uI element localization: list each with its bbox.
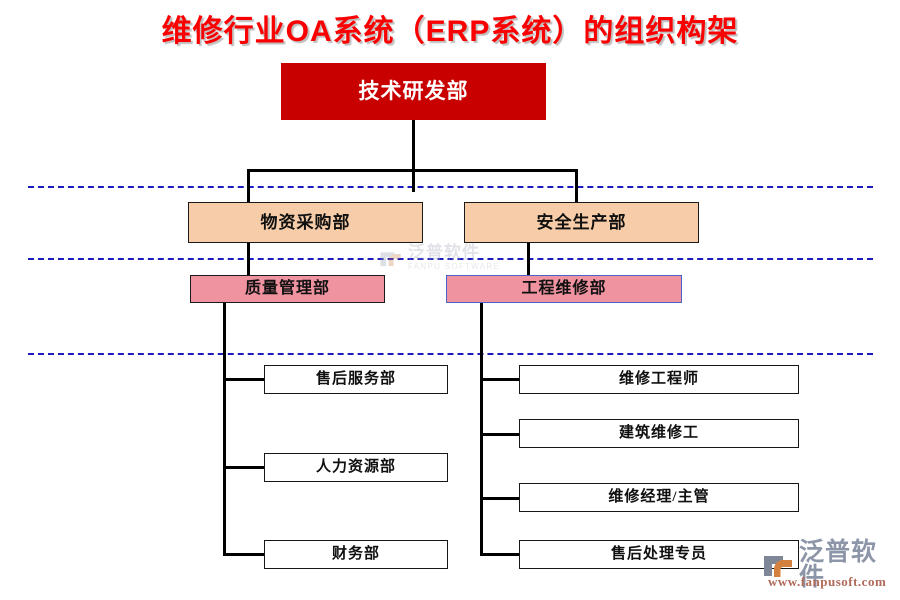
connector-procurement-to-quality xyxy=(247,242,250,276)
logo-name-cn: 泛普软件 xyxy=(799,538,878,591)
connector-right-branch-1 xyxy=(480,378,520,381)
node-safety-production-department[interactable]: 安全生产部 xyxy=(464,202,699,243)
divider-line-1 xyxy=(28,186,873,188)
connector-right-trunk xyxy=(480,302,483,556)
node-after-sales-processing-specialist[interactable]: 售后处理专员 xyxy=(519,540,799,569)
node-label: 物资采购部 xyxy=(260,213,351,232)
node-label: 质量管理部 xyxy=(244,280,330,297)
node-label: 安全生产部 xyxy=(536,213,627,232)
node-label: 技术研发部 xyxy=(358,79,469,103)
node-label: 维修工程师 xyxy=(618,371,699,387)
divider-line-2 xyxy=(28,258,873,260)
fanpu-logo-icon xyxy=(762,549,794,581)
node-after-sales-service-department[interactable]: 售后服务部 xyxy=(264,365,448,394)
node-label: 工程维修部 xyxy=(521,280,607,297)
node-quality-management-department[interactable]: 质量管理部 xyxy=(190,275,385,303)
node-human-resources-department[interactable]: 人力资源部 xyxy=(264,453,448,482)
connector-root-bus xyxy=(247,169,578,172)
page-title: 维修行业OA系统（ERP系统）的组织构架 xyxy=(161,15,739,48)
connector-safety-to-engineering xyxy=(527,242,530,276)
connector-left-branch-3 xyxy=(223,553,265,556)
logo-url: www.fanpusoft.com xyxy=(768,574,887,589)
node-label: 人力资源部 xyxy=(315,459,396,475)
node-materials-procurement-department[interactable]: 物资采购部 xyxy=(188,202,423,243)
node-label: 财务部 xyxy=(331,546,380,562)
node-engineering-maintenance-department[interactable]: 工程维修部 xyxy=(446,275,682,303)
node-maintenance-engineer[interactable]: 维修工程师 xyxy=(519,365,799,394)
node-label: 建筑维修工 xyxy=(618,425,699,441)
divider-line-3 xyxy=(28,353,873,355)
connector-right-branch-3 xyxy=(480,497,520,500)
connector-root-stem xyxy=(412,119,415,192)
connector-right-branch-4 xyxy=(480,553,520,556)
connector-left-trunk xyxy=(223,302,226,556)
node-finance-department[interactable]: 财务部 xyxy=(264,540,448,569)
node-maintenance-manager-supervisor[interactable]: 维修经理/主管 xyxy=(519,483,799,512)
connector-bus-to-procurement xyxy=(247,169,250,203)
fanpu-logo: 泛普软件 xyxy=(762,540,900,590)
connector-left-branch-1 xyxy=(223,378,265,381)
node-label: 维修经理/主管 xyxy=(608,489,710,505)
node-label: 售后处理专员 xyxy=(610,546,707,562)
node-label: 售后服务部 xyxy=(315,371,396,387)
watermark-name-en: FANPU SOFTWARE xyxy=(408,261,501,271)
connector-bus-to-safety xyxy=(575,169,578,203)
connector-left-branch-2 xyxy=(223,466,265,469)
node-construction-maintenance-worker[interactable]: 建筑维修工 xyxy=(519,419,799,448)
node-root-rnd-department[interactable]: 技术研发部 xyxy=(281,63,546,120)
connector-right-branch-2 xyxy=(480,433,520,436)
